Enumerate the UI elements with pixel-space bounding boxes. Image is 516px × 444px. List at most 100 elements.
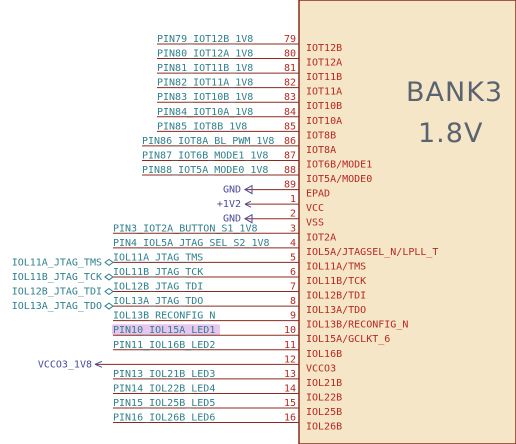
net-label: PIN4_IOL5A_JTAG_SEL_S2_1V8 (113, 238, 270, 249)
net-label: PIN84_IOT10A_1V8 (157, 107, 253, 118)
net-label: IOL13B_RECONFIG_N (113, 311, 215, 322)
pin-number: 6 (290, 267, 296, 278)
port-label: IOL13A_JTAG_TDO (12, 301, 102, 312)
power-arrow (94, 360, 103, 368)
net-label: IOL13A_JTAG_TDO (113, 296, 203, 307)
net-label: PIN87_IOT6B_MODE1_1V8 (142, 150, 268, 161)
pin-number: 81 (284, 63, 296, 74)
power-label: +1V2 (217, 199, 241, 210)
pin-name: IOL13B/RECONFIG_N (306, 320, 408, 331)
port-symbol (104, 302, 114, 310)
pin-name: IOL15A/GCLKT_6 (306, 334, 390, 345)
port-symbol (104, 273, 114, 281)
pin-name: IOL22B (306, 392, 342, 403)
pin-name: EPAD (306, 189, 330, 200)
power-label: VCCO3_1V8 (38, 359, 92, 370)
pin-number: 2 (290, 209, 296, 220)
pin-number: 80 (284, 49, 296, 60)
pin-number: 83 (284, 92, 296, 103)
pin-name: IOT12A (306, 58, 342, 69)
net-highlight (112, 324, 220, 336)
net-label: PIN82_IOT11A_1V8 (157, 78, 253, 89)
voltage-label: 1.8V (418, 118, 483, 149)
pin-number: 13 (284, 369, 296, 380)
pin-name: IOT6B/MODE1 (306, 159, 372, 170)
net-label: PIN80_IOT12A_1V8 (157, 49, 253, 60)
net-label: PIN81_IOT11B_1V8 (157, 63, 253, 74)
pin-number: 8 (290, 296, 296, 307)
pin-number: 1 (290, 194, 296, 205)
pin-number: 82 (284, 78, 296, 89)
pin-number: 79 (284, 34, 296, 45)
net-label: PIN16_IOL26B_LED6 (113, 413, 215, 424)
port-symbol (104, 258, 114, 267)
pin-name: IOL12B/TDI (306, 291, 366, 302)
pin-name: IOT11A (306, 87, 342, 98)
pin-number: 10 (284, 325, 296, 336)
pin-number: 14 (284, 383, 296, 394)
port-label: IOL12B_JTAG_TDI (12, 287, 102, 298)
pin-5: 5IOL11A/TMSIOL11A_JTAG_TMSIOL11A_JTAG_TM… (12, 252, 367, 272)
pin-name: IOL11B/TCK (306, 276, 366, 287)
net-label: PIN10_IOL15A_LED1 (113, 325, 215, 336)
pin-number: 87 (284, 150, 296, 161)
net-label: PIN14_IOL22B_LED4 (113, 383, 215, 394)
bank-label: BANK3 (406, 77, 503, 108)
pin-number: 9 (290, 311, 296, 322)
port-symbol (104, 287, 114, 296)
net-label: IOL12B_JTAG_TDI (113, 282, 203, 293)
pin-name: IOT5A/MODE0 (306, 174, 372, 185)
net-label: PIN85_IOT8B_1V8 (157, 121, 247, 132)
net-label: PIN88_IOT5A_MODE0_1V8 (142, 165, 268, 176)
pin-name: IOT2A (306, 232, 336, 243)
pin-name: IOL26B (306, 422, 342, 433)
pin-4: 4IOL5A/JTAGSEL_N/LPLL_TPIN4_IOL5A_JTAG_S… (113, 238, 438, 258)
ground-symbol (243, 213, 253, 224)
pin-name: IOT8A (306, 145, 336, 156)
pin-name: IOL25B (306, 407, 342, 418)
pin-name: IOL16B (306, 349, 342, 360)
pin-name: IOL5A/JTAGSEL_N/LPLL_T (306, 247, 438, 258)
net-label: IOL11B_JTAG_TCK (113, 267, 203, 278)
pin-number: 16 (284, 413, 296, 424)
net-label: PIN83_IOT10B_1V8 (157, 92, 253, 103)
port-label: IOL11B_JTAG_TCK (12, 272, 102, 283)
pin-name: VSS (306, 218, 324, 229)
pin-name: IOL13A/TDO (306, 305, 366, 316)
net-label: PIN11_IOL16B_LED2 (113, 340, 215, 351)
pin-number: 11 (284, 340, 296, 351)
ground-label: GND (223, 185, 241, 196)
pin-name: IOT10B (306, 101, 342, 112)
port-label: IOL11A_JTAG_TMS (12, 257, 102, 268)
net-label: IOL11A_JTAG_TMS (113, 252, 203, 263)
net-label: PIN3_IOT2A_BUTTON_S1_1V8 (113, 223, 258, 234)
pin-number: 7 (290, 282, 296, 293)
ground-symbol (243, 184, 253, 195)
net-label: PIN13_IOL21B_LED3 (113, 369, 215, 380)
ground-label: GND (223, 214, 241, 225)
pin-number: 84 (284, 107, 296, 118)
ic-body (298, 0, 516, 444)
pin-number: 3 (290, 223, 296, 234)
pin-name: IOT10A (306, 116, 342, 127)
